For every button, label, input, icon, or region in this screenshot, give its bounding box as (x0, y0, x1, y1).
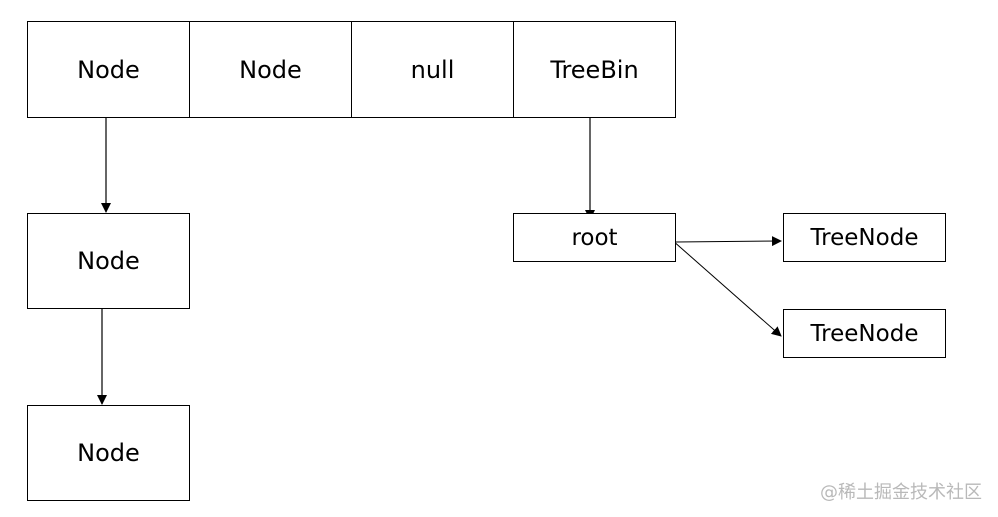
array-cell-0: Node (27, 21, 190, 118)
array-cell-3: TreeBin (513, 21, 676, 118)
list-node-label: Node (77, 439, 140, 467)
treenode-bottom: TreeNode (783, 309, 946, 358)
array-cell-label: Node (77, 55, 140, 84)
root-label: root (571, 224, 618, 251)
array-cell-label: null (410, 55, 455, 84)
list-node-2: Node (27, 405, 190, 501)
treenode-top: TreeNode (783, 213, 946, 262)
treenode-label: TreeNode (810, 224, 919, 251)
array-cell-1: Node (189, 21, 352, 118)
array-cell-label: Node (239, 55, 302, 84)
array-cell-label: TreeBin (550, 55, 639, 84)
list-node-label: Node (77, 247, 140, 275)
arrow-root-to-treenode-top (675, 236, 782, 247)
treenode-label: TreeNode (810, 320, 919, 347)
watermark-text: @稀土掘金技术社区 (820, 482, 982, 503)
root-node: root (513, 213, 676, 262)
arrow-root-to-treenode-bottom (671, 239, 782, 337)
array-cell-2: null (351, 21, 514, 118)
list-node-1: Node (27, 213, 190, 309)
